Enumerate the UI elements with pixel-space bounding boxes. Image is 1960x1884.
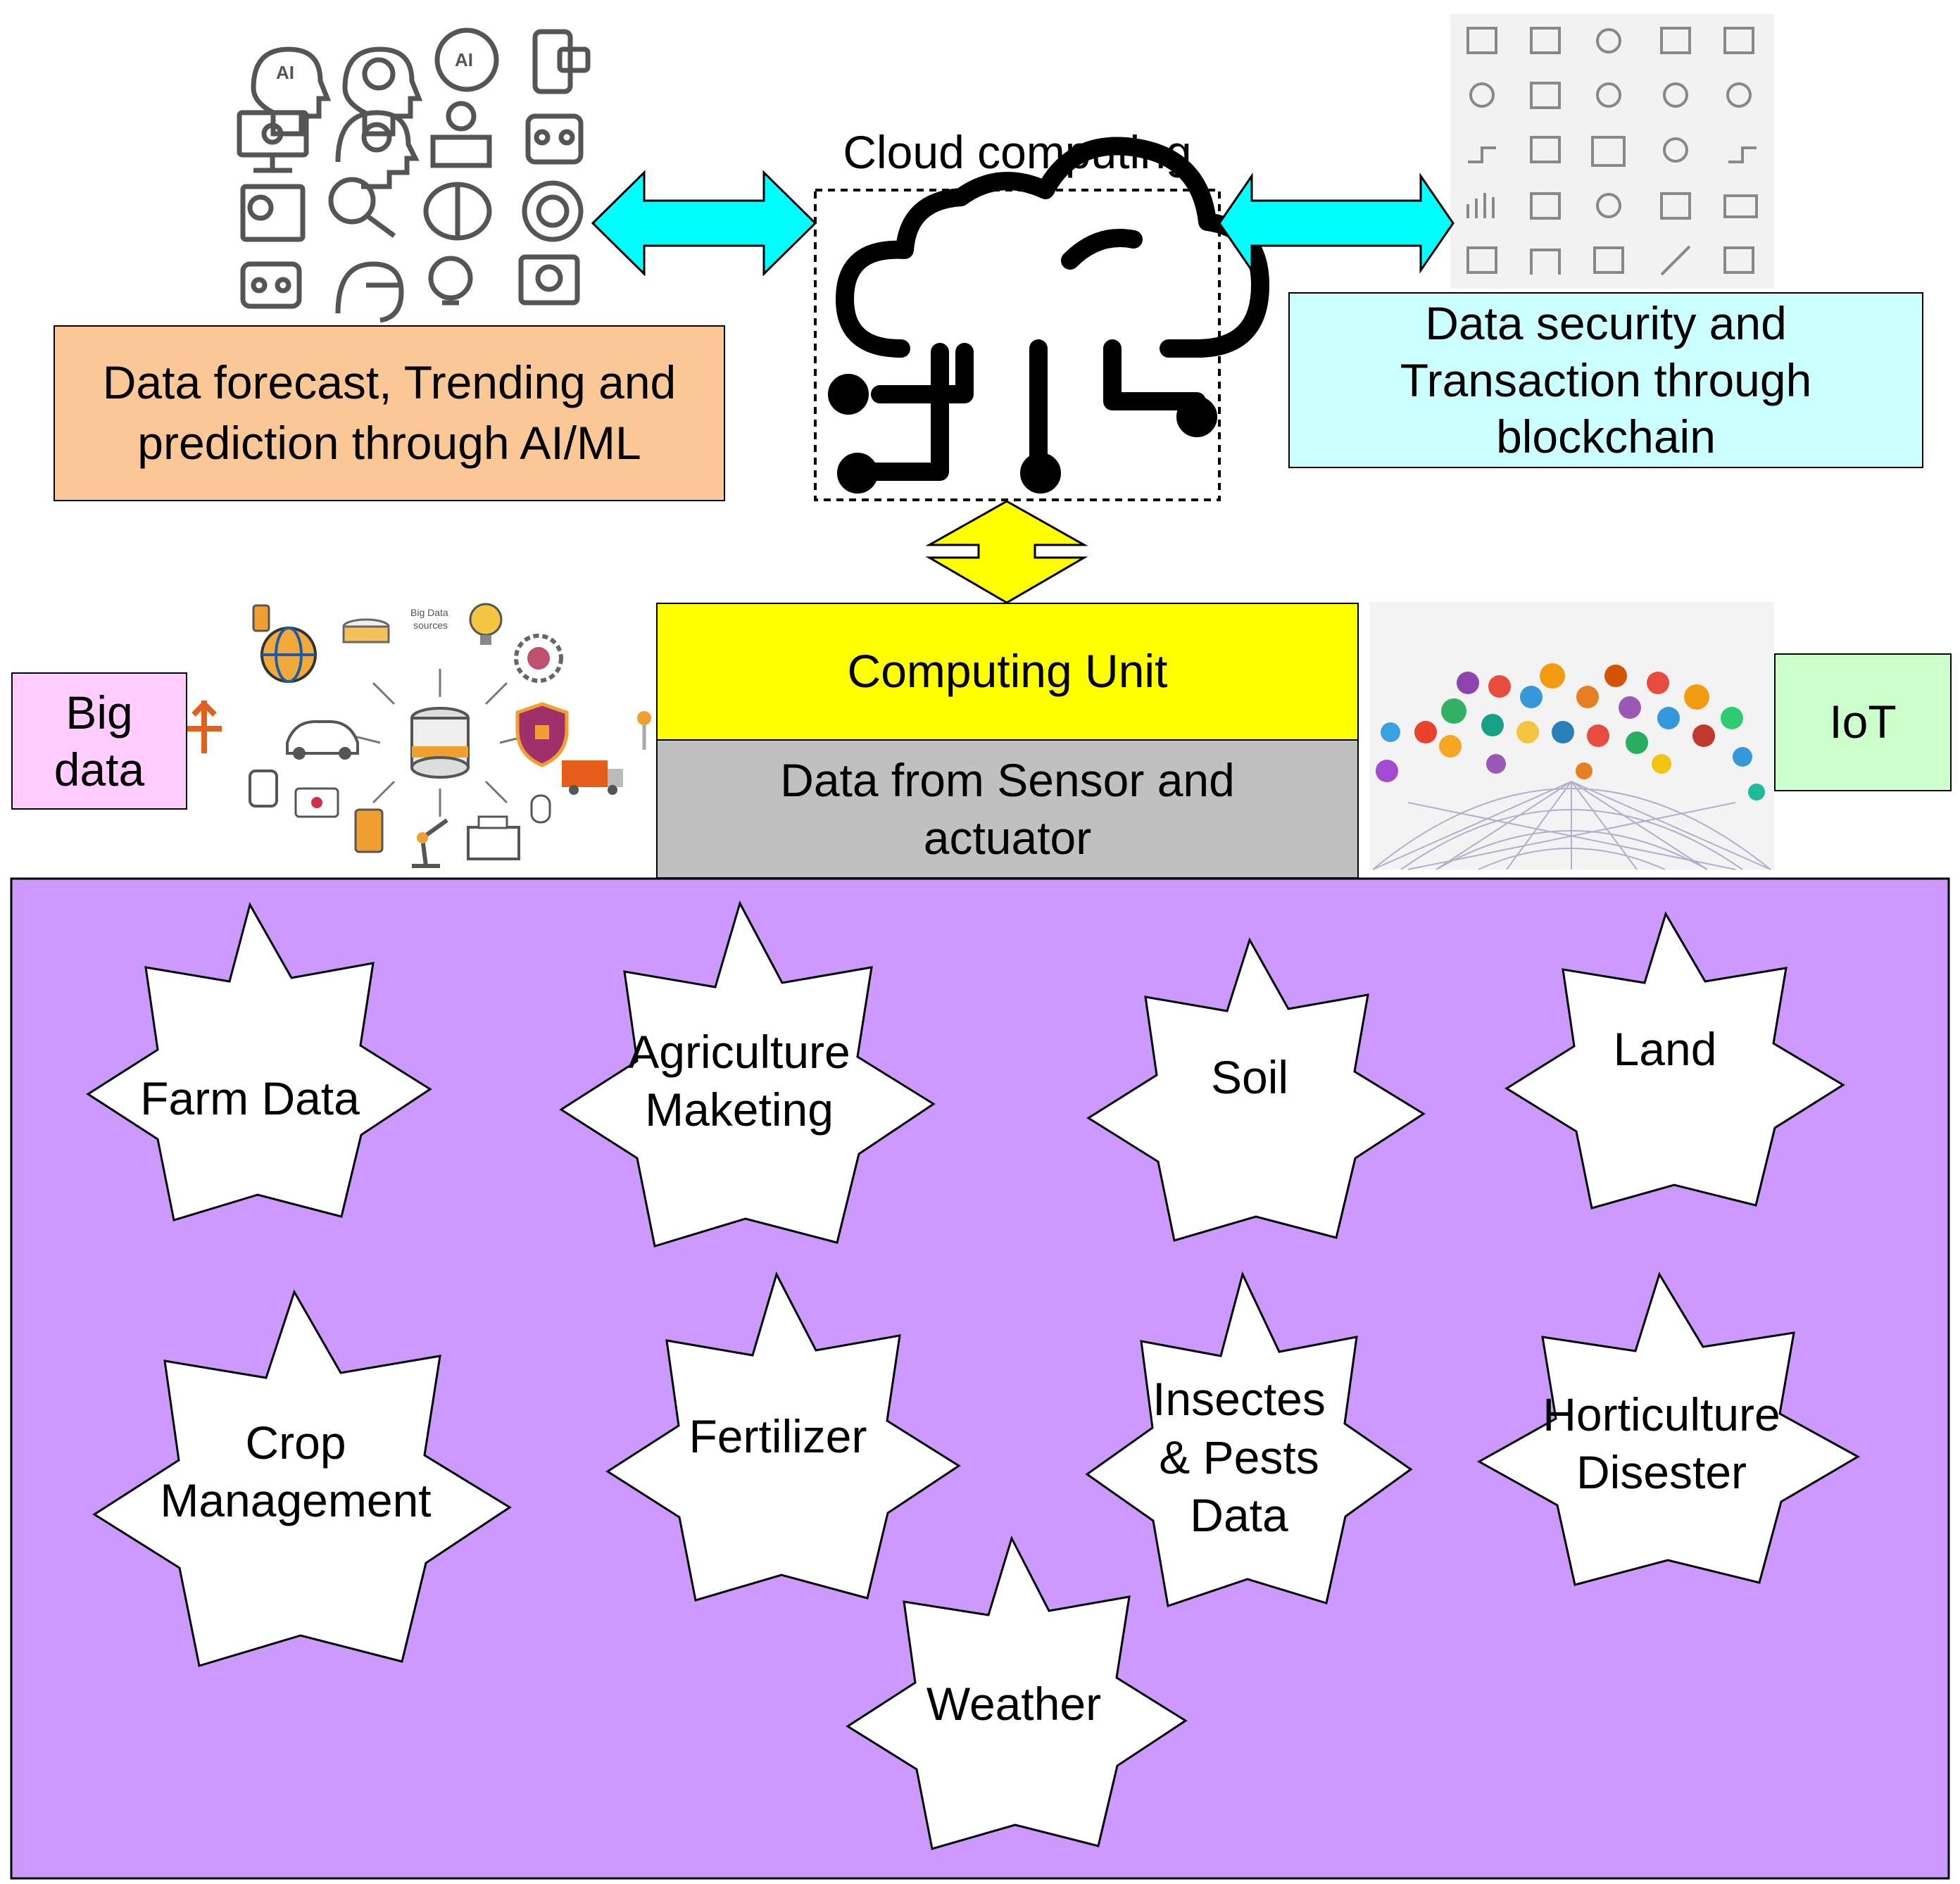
ai-ml-prediction-box: Data forecast, Trending and prediction t… <box>54 325 725 501</box>
shield-lock-icon <box>515 702 569 767</box>
smartwatch-icon <box>249 770 278 808</box>
mobile-touch-icon <box>354 808 384 853</box>
computing-unit-box: Computing Unit <box>656 603 1359 741</box>
iot-box: IoT <box>1774 653 1952 791</box>
circuit-head-icon <box>335 261 404 323</box>
star-insects-pests <box>1085 1271 1413 1607</box>
double-arrow-cloud-blockchain <box>1218 172 1455 274</box>
cash-register-icon <box>467 815 520 860</box>
star-land <box>1504 911 1845 1210</box>
ai-ml-prediction-line-1: Data forecast, Trending and <box>102 356 677 409</box>
gear-icon <box>514 634 563 683</box>
star-label-crop-management: Crop Management <box>160 1416 432 1527</box>
star-label-horticulture-disaster: Horticulture Disester <box>1543 1388 1780 1499</box>
iot-label: IoT <box>1829 696 1897 748</box>
key-icon <box>637 711 651 750</box>
ai-book-reader-icon <box>430 101 492 168</box>
truck-icon <box>562 760 623 795</box>
ai-head-icon-label: AI <box>276 62 294 83</box>
cloud-network-icon <box>828 137 1269 494</box>
ai-document-icon <box>240 184 306 242</box>
robot-face-icon <box>240 261 302 309</box>
big-data-line-1: Big <box>65 686 133 739</box>
blockchain-illustration-background <box>1450 14 1774 289</box>
big-data-line-2: data <box>54 743 145 796</box>
database-icon <box>410 707 470 779</box>
globe-icon <box>260 627 317 683</box>
ai-icons-illustration: AI AI <box>237 27 591 323</box>
star-label-land: Land <box>1613 1022 1717 1075</box>
gear-head-icon <box>335 110 420 189</box>
blockchain-security-line-3: blockchain <box>1496 410 1716 463</box>
star-shapes <box>86 900 1861 1850</box>
star-agriculture-marketing <box>559 900 936 1248</box>
double-arrow-cloud-computing-unit <box>925 500 1088 604</box>
airplane-icon <box>187 700 222 753</box>
monitor-network-icon <box>237 110 309 173</box>
sensor-actuator-line-1: Data from Sensor and <box>780 753 1235 806</box>
hard-drive-icon <box>342 618 390 643</box>
mouse-icon <box>530 794 551 824</box>
touch-screen-icon <box>518 254 580 306</box>
lightbulb-icon <box>469 603 503 645</box>
big-data-sources-label-2: sources <box>413 620 448 631</box>
big-data-sources-label-1: Big Data <box>410 607 448 618</box>
ai-search-icon <box>328 177 396 238</box>
target-gear-icon <box>522 180 584 242</box>
ai-cycle-icon-label: AI <box>455 49 473 70</box>
ai-head-icon: AI <box>251 46 332 137</box>
iot-network-globe <box>1372 781 1771 870</box>
cloud-computing-title: Cloud computing <box>843 126 1192 178</box>
sensor-actuator-box: Data from Sensor and actuator <box>656 739 1359 879</box>
star-horticulture-disaster <box>1476 1271 1861 1586</box>
iot-device-icons <box>1376 663 1765 800</box>
blockchain-security-line-1: Data security and <box>1425 297 1787 350</box>
star-fertilizer <box>605 1271 961 1602</box>
blockchain-security-box: Data security and Transaction through bl… <box>1288 292 1923 468</box>
brain-icon <box>423 182 492 241</box>
star-label-agriculture-marketing: Agriculture Maketing <box>628 1025 850 1136</box>
robot-icon <box>525 113 584 165</box>
ai-cycle-icon: AI <box>434 27 499 92</box>
mobile-device-icon <box>252 604 270 632</box>
money-head-icon <box>342 46 423 137</box>
ai-ml-prediction-line-2: prediction through AI/ML <box>137 417 641 469</box>
blockchain-security-line-2: Transaction through <box>1400 353 1812 406</box>
star-crop-management <box>92 1289 512 1667</box>
robot-arm-icon <box>412 818 448 868</box>
computing-unit-label: Computing Unit <box>847 645 1168 698</box>
lightbulb-icon <box>428 256 473 306</box>
double-arrow-ai-cloud <box>591 170 817 277</box>
star-label-insects-pests: Insectes & Pests Data <box>1152 1373 1326 1542</box>
big-data-box: Big data <box>11 672 187 810</box>
star-farm-data <box>86 902 432 1222</box>
star-label-weather: Weather <box>926 1677 1102 1730</box>
sensor-actuator-line-2: actuator <box>923 812 1092 864</box>
heart-chat-icon <box>294 787 339 818</box>
star-soil <box>1086 937 1426 1242</box>
blockchain-icons-illustration <box>1450 14 1774 289</box>
iot-illustration <box>1369 602 1774 870</box>
star-weather <box>846 1536 1188 1850</box>
star-label-fertilizer: Fertilizer <box>689 1409 867 1462</box>
big-data-illustration: Big Data sources <box>187 603 651 868</box>
mobile-chat-icon <box>532 29 591 94</box>
star-label-soil: Soil <box>1210 1050 1289 1103</box>
star-label-farm-data: Farm Data <box>140 1072 360 1124</box>
car-icon <box>286 720 359 760</box>
